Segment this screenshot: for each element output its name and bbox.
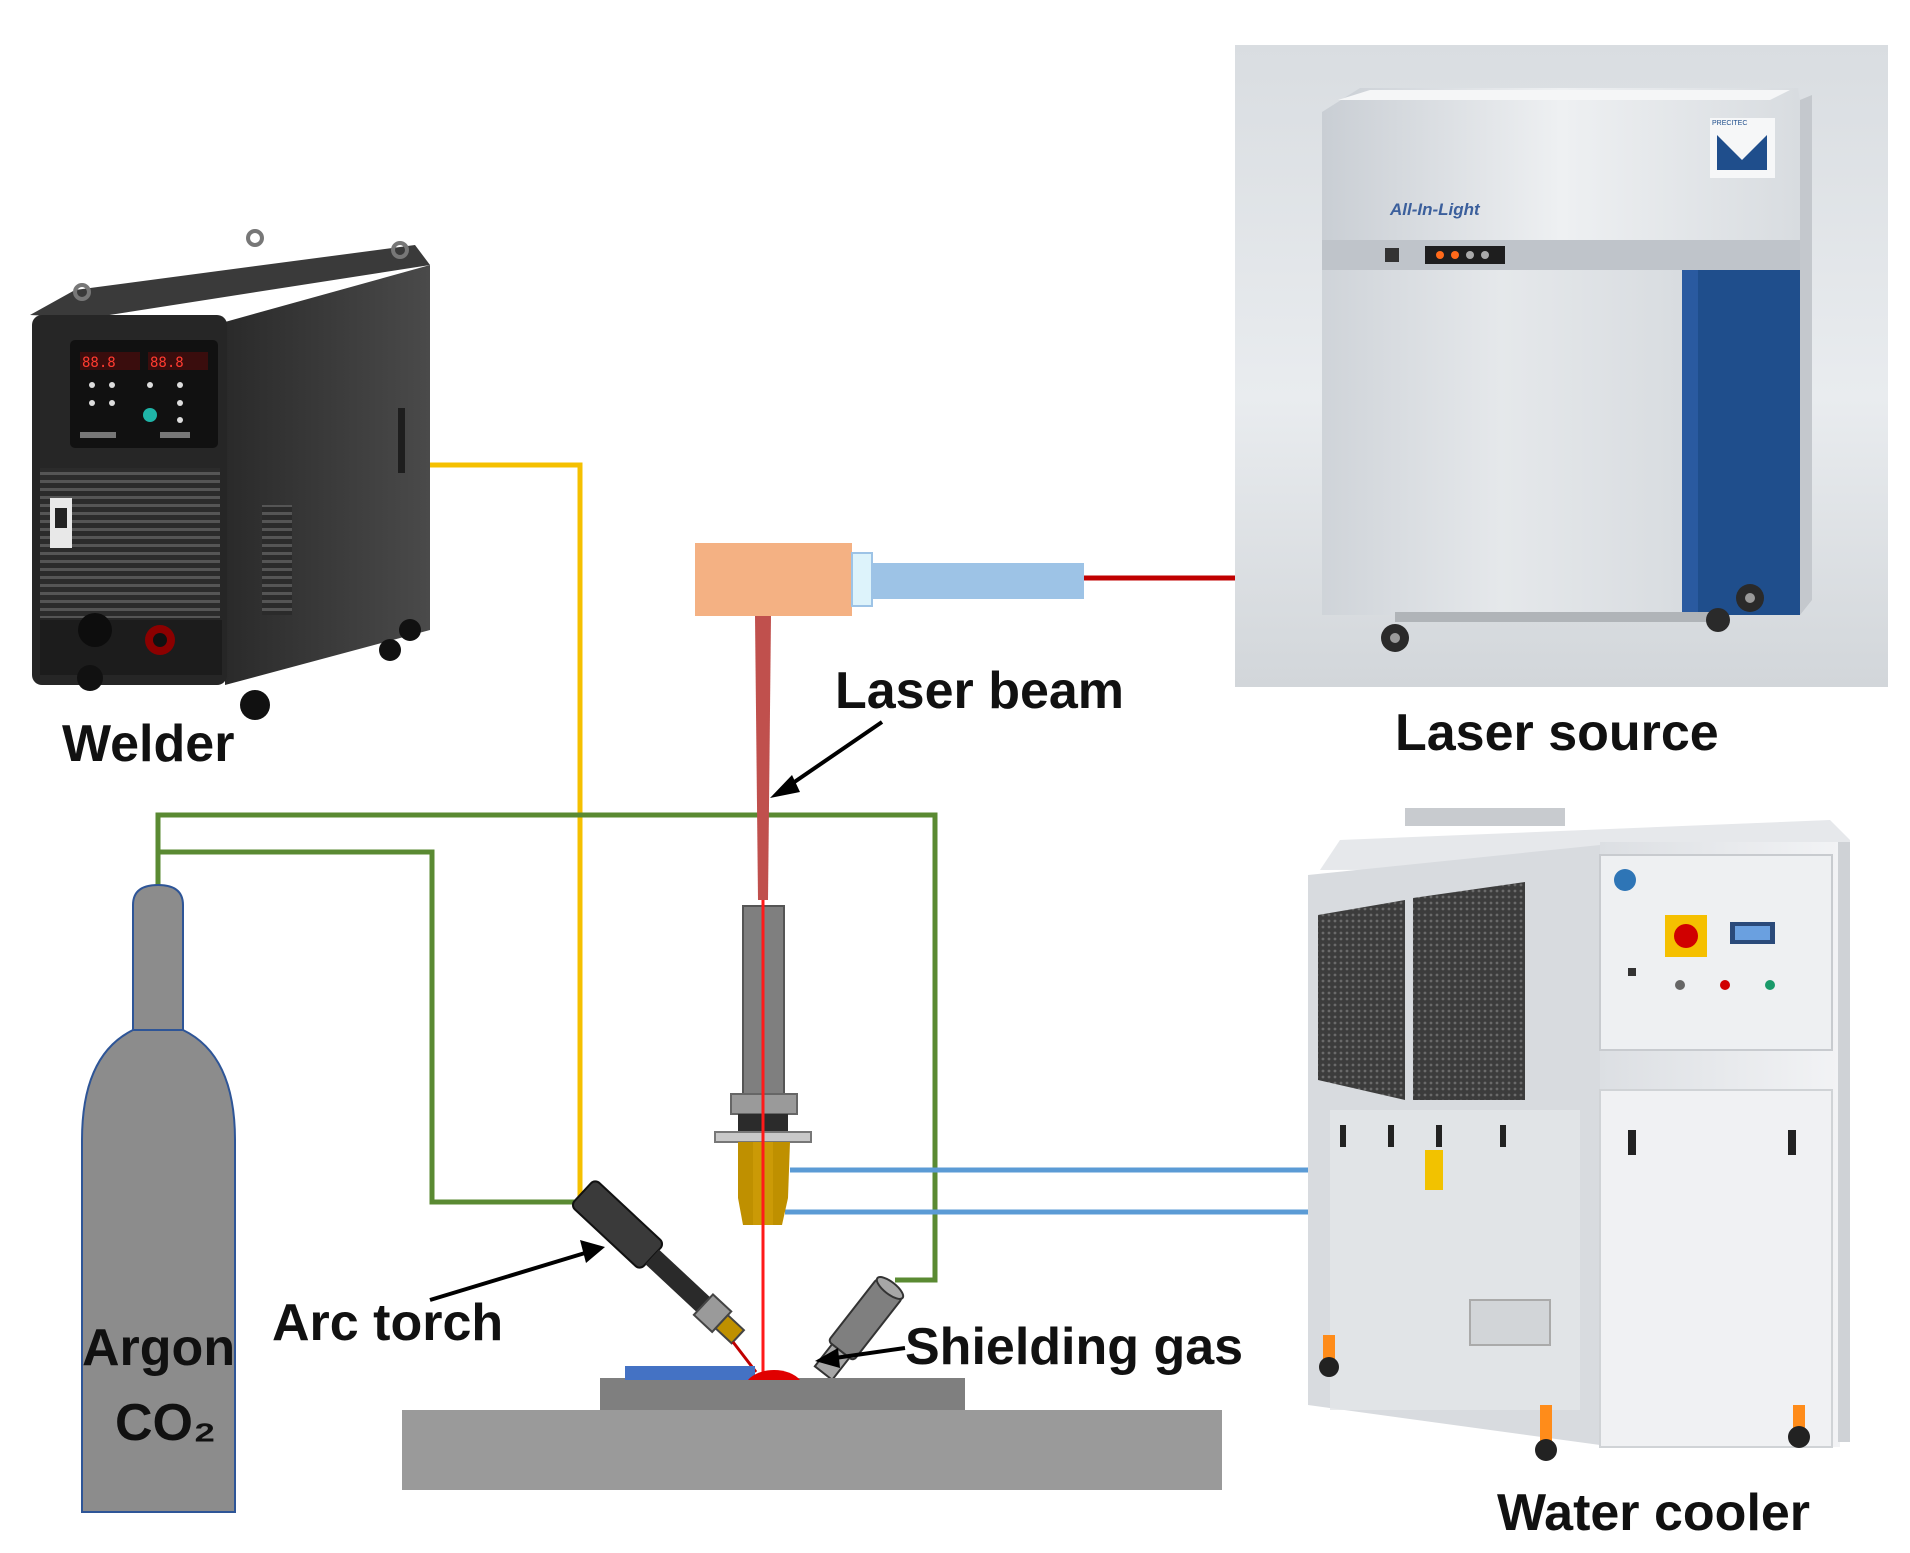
laser-head-assembly bbox=[695, 543, 1084, 1375]
filler-strip bbox=[625, 1366, 755, 1380]
argon-label: Argon bbox=[82, 1319, 235, 1377]
svg-text:88.8: 88.8 bbox=[150, 355, 184, 371]
gas-line-to-arc-torch bbox=[158, 849, 582, 1205]
arc-torch-arrow bbox=[429, 1240, 605, 1302]
shielding-gas-arrow bbox=[815, 1346, 906, 1368]
laser-source-machine: PRECITEC All-In-Light bbox=[1235, 45, 1888, 687]
laser-brand-text: All-In-Light bbox=[1389, 200, 1481, 219]
svg-text:88.8: 88.8 bbox=[82, 355, 116, 371]
welder-label: Welder bbox=[62, 715, 234, 773]
welder-machine: 88.8 88.8 bbox=[30, 229, 430, 720]
water-cooler-machine bbox=[1308, 808, 1850, 1461]
collimator-tube bbox=[872, 563, 1084, 599]
svg-text:PRECITEC: PRECITEC bbox=[1712, 120, 1747, 127]
water-cooler-label: Water cooler bbox=[1497, 1484, 1810, 1542]
weld-pool bbox=[748, 1369, 800, 1380]
gas-line-to-shielding-nozzle bbox=[155, 812, 938, 1283]
laser-source-label: Laser source bbox=[1395, 704, 1719, 762]
laser-beam-arrow bbox=[770, 720, 884, 798]
workpiece-assembly bbox=[402, 1366, 1222, 1490]
laser-beam bbox=[755, 616, 771, 900]
welder-power-cable bbox=[428, 462, 600, 1214]
co2-label: CO₂ bbox=[115, 1394, 216, 1452]
fiber-connector bbox=[851, 552, 873, 607]
shielding-gas-nozzle bbox=[813, 1276, 905, 1382]
laser-beam-label: Laser beam bbox=[835, 662, 1124, 720]
shielding-gas-label: Shielding gas bbox=[905, 1318, 1243, 1376]
gas-cylinder bbox=[81, 883, 236, 1513]
workpiece-plate bbox=[600, 1378, 965, 1410]
arc-torch-label: Arc torch bbox=[272, 1294, 503, 1352]
base-table bbox=[402, 1410, 1222, 1490]
laser-optics-head bbox=[695, 543, 852, 616]
arc-torch bbox=[571, 1180, 746, 1345]
